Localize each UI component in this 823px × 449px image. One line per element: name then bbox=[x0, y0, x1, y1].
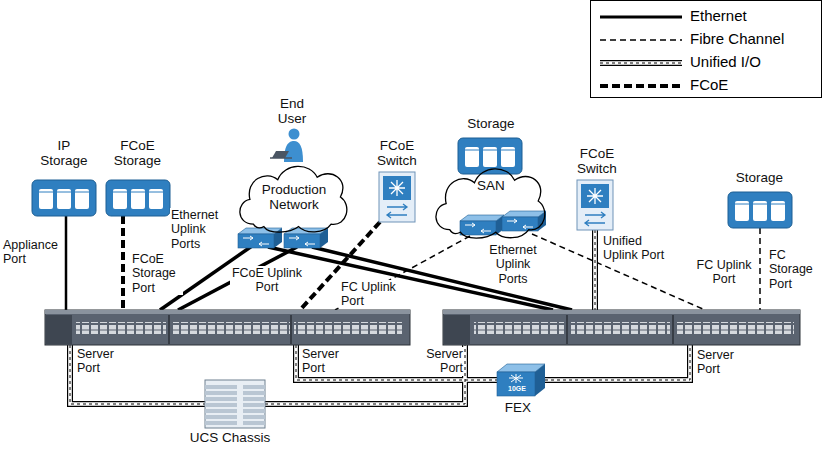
fcoe-wire bbox=[121, 216, 125, 310]
node-label: Production Network bbox=[252, 182, 336, 212]
interconnect-rim bbox=[443, 310, 800, 314]
port-label: Server Port bbox=[418, 347, 464, 376]
legend-box bbox=[591, 1, 822, 98]
legend-label: Fibre Channel bbox=[690, 31, 784, 48]
node-label: FEX bbox=[498, 400, 538, 415]
user-head bbox=[289, 129, 300, 140]
cloud-outline-path bbox=[240, 166, 347, 232]
end-user-figure bbox=[270, 129, 303, 163]
ucs-chassis: UCS Chassis bbox=[180, 380, 280, 446]
node-label: IP Storage bbox=[38, 138, 90, 168]
interconnect-rim bbox=[45, 310, 410, 314]
module-divider bbox=[567, 315, 673, 344]
port-label: Ethernet Uplink Ports bbox=[482, 243, 544, 286]
node-sublabel: SAN bbox=[449, 178, 533, 193]
storage-icon bbox=[458, 138, 522, 174]
port-label: FC Storage Port bbox=[768, 248, 822, 291]
node-label: Storage bbox=[449, 116, 533, 131]
fcoe-switch: FCoE Switch bbox=[566, 146, 628, 232]
fex-symbol bbox=[509, 374, 523, 383]
legend bbox=[591, 1, 822, 98]
cloud-outline-path bbox=[436, 169, 545, 238]
ip-storage: IP Storage bbox=[28, 138, 100, 218]
lan-switch-icon bbox=[238, 228, 282, 248]
ethernet-wire bbox=[65, 216, 68, 310]
san-switch-icon bbox=[502, 211, 546, 231]
chassis-body bbox=[205, 380, 265, 428]
san-cloud: StorageSAN bbox=[432, 116, 550, 240]
port-label: FCoE Storage Port bbox=[131, 252, 183, 295]
fcoe-switch-icon bbox=[577, 180, 613, 230]
user-laptop bbox=[272, 151, 289, 158]
ethernet-wires bbox=[66, 216, 572, 310]
fabric-interconnect bbox=[443, 310, 800, 345]
node-label: UCS Chassis bbox=[185, 430, 275, 445]
legend-label: Ethernet bbox=[690, 8, 747, 25]
legend-sample-ethernet bbox=[600, 16, 682, 19]
ucs-chassis-icon bbox=[205, 380, 265, 428]
fc-wires bbox=[335, 228, 760, 310]
interconnect-body bbox=[443, 310, 800, 345]
production-network-cloud: Production Network bbox=[236, 160, 352, 234]
storage-icon bbox=[106, 180, 170, 216]
legend-sample-fcoe bbox=[600, 84, 682, 88]
port-label: Server Port bbox=[76, 347, 122, 376]
node-label: FCoE Switch bbox=[572, 146, 622, 176]
fcoe-switch: FCoE Switch bbox=[366, 138, 428, 224]
port-bank bbox=[173, 322, 290, 334]
port-bank bbox=[571, 322, 670, 334]
port-bank bbox=[294, 322, 402, 334]
fcoe-switch-icon bbox=[379, 172, 415, 222]
port-bank bbox=[76, 322, 166, 334]
module-divider bbox=[169, 315, 291, 344]
fc-storage: Storage bbox=[722, 170, 797, 230]
fex-front bbox=[497, 372, 535, 396]
port-label: Unified Uplink Port bbox=[602, 234, 674, 263]
node-label: FCoE Switch bbox=[372, 138, 422, 168]
user-desk bbox=[270, 157, 292, 159]
cloud-outline bbox=[432, 162, 550, 240]
interconnect-logo-panel bbox=[444, 315, 470, 344]
port-label: Server Port bbox=[696, 348, 742, 377]
node-label: FCoE Storage bbox=[112, 138, 164, 168]
port-label: Ethernet Uplink Ports bbox=[170, 208, 232, 251]
san-switch-icon bbox=[460, 215, 504, 235]
interconnect-logo-panel bbox=[46, 315, 72, 344]
legend-sample-unified bbox=[600, 63, 682, 64]
port-label: FC Uplink Port bbox=[689, 258, 759, 287]
fex-icon bbox=[497, 364, 545, 396]
fabric-interconnect bbox=[45, 310, 410, 345]
port-bank bbox=[474, 322, 564, 334]
legend-label: FCoE bbox=[690, 77, 728, 94]
port-label: FCoE Uplink Port bbox=[230, 266, 304, 295]
legend-label: Unified I/O bbox=[690, 54, 761, 71]
legend-sample-unified bbox=[600, 61, 682, 65]
node-label: Storage bbox=[728, 170, 792, 185]
legend-sample-unified bbox=[600, 60, 682, 66]
port-label: Appliance Port bbox=[2, 238, 62, 267]
storage-icon bbox=[728, 192, 792, 228]
port-label: FC Uplink Port bbox=[340, 280, 400, 309]
device-marking: 10GE bbox=[497, 385, 537, 392]
port-label: Server Port bbox=[301, 347, 347, 376]
legend-sample-fc bbox=[600, 39, 682, 41]
node-label: End User bbox=[272, 96, 312, 126]
fc-wire bbox=[532, 234, 705, 310]
fc-wire bbox=[335, 236, 470, 310]
storage-icon bbox=[32, 180, 96, 216]
end-user: End User bbox=[262, 96, 322, 162]
fex-side bbox=[535, 364, 545, 396]
interconnect-body bbox=[45, 310, 410, 345]
chassis-slots bbox=[205, 383, 265, 425]
fcoe-storage: FCoE Storage bbox=[100, 138, 175, 218]
fc-wire bbox=[759, 228, 761, 310]
port-bank bbox=[677, 322, 794, 334]
